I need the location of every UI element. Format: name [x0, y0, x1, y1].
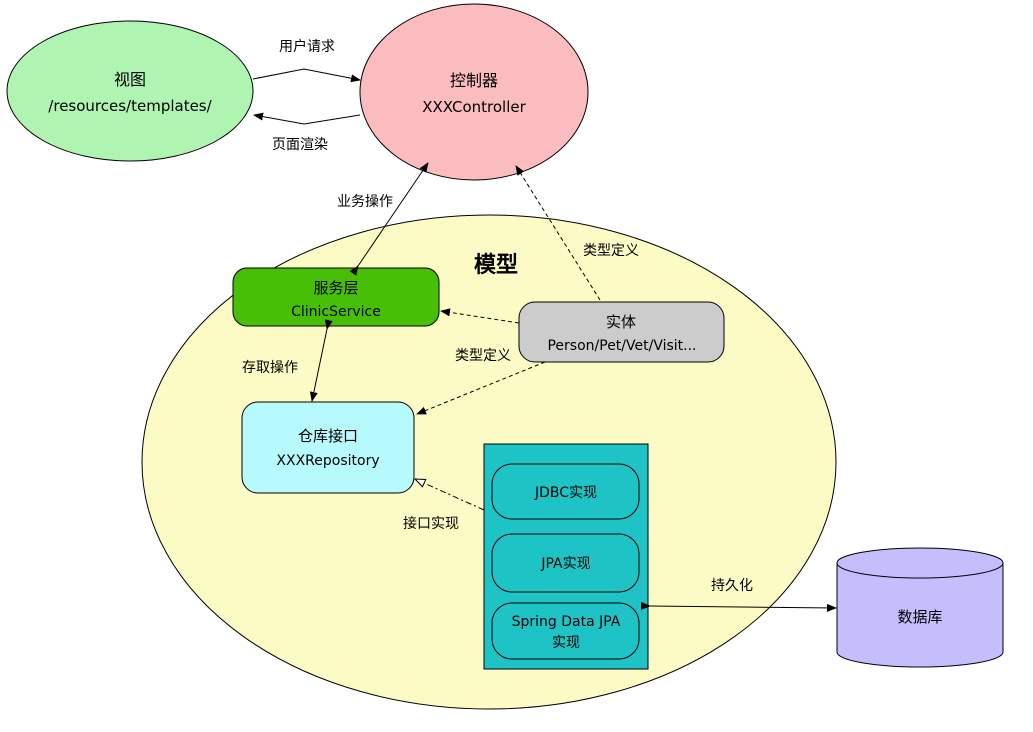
- spring-data-impl-label-2: 实现: [552, 635, 580, 651]
- jpa-impl-label: JPA实现: [540, 556, 590, 572]
- service-node: [232, 267, 440, 327]
- database-node: [836, 547, 1004, 668]
- business-op-label: 业务操作: [337, 194, 393, 210]
- entity-title: 实体: [606, 313, 636, 331]
- persistence-arrow: [640, 601, 837, 612]
- type-def-controller-label: 类型定义: [583, 243, 639, 259]
- entity-node: [518, 301, 725, 363]
- persistence-label: 持久化: [711, 578, 753, 594]
- view-node: [6, 20, 254, 162]
- controller-node: [359, 3, 589, 181]
- spring-data-impl-label-1: Spring Data JPA: [512, 614, 621, 630]
- model-title: 模型: [474, 253, 518, 278]
- user-request-arrow: [252, 68, 361, 83]
- jpa-impl-node: [491, 533, 640, 593]
- access-op-arrow: [309, 319, 333, 402]
- controller-subtitle: XXXController: [422, 98, 526, 116]
- service-subtitle: ClinicService: [291, 304, 381, 320]
- service-title: 服务层: [313, 279, 358, 297]
- page-render-arrow: [253, 112, 361, 125]
- view-subtitle: /resources/templates/: [48, 97, 212, 115]
- spring-data-impl-node: [491, 602, 640, 660]
- jdbc-impl-node: [491, 463, 640, 520]
- repository-title: 仓库接口: [298, 427, 358, 445]
- type-def-repo-arrow: [416, 361, 546, 415]
- database-label: 数据库: [897, 608, 942, 626]
- view-title: 视图: [114, 70, 146, 89]
- type-def-service-arrow: [440, 308, 520, 324]
- business-op-arrow: [349, 162, 429, 276]
- jdbc-impl-label: JDBC实现: [534, 485, 597, 501]
- repository-node: [241, 401, 415, 494]
- entity-subtitle: Person/Pet/Vet/Visit...: [547, 338, 696, 354]
- type-def-controller-arrow: [515, 165, 601, 301]
- type-def-repo-label: 类型定义: [455, 348, 511, 364]
- repository-subtitle: XXXRepository: [276, 453, 379, 469]
- interface-impl-arrow: [415, 479, 485, 511]
- controller-title: 控制器: [450, 71, 498, 90]
- access-op-label: 存取操作: [242, 360, 298, 376]
- page-render-label: 页面渲染: [272, 137, 328, 153]
- user-request-label: 用户请求: [279, 38, 335, 55]
- interface-impl-label: 接口实现: [403, 515, 459, 532]
